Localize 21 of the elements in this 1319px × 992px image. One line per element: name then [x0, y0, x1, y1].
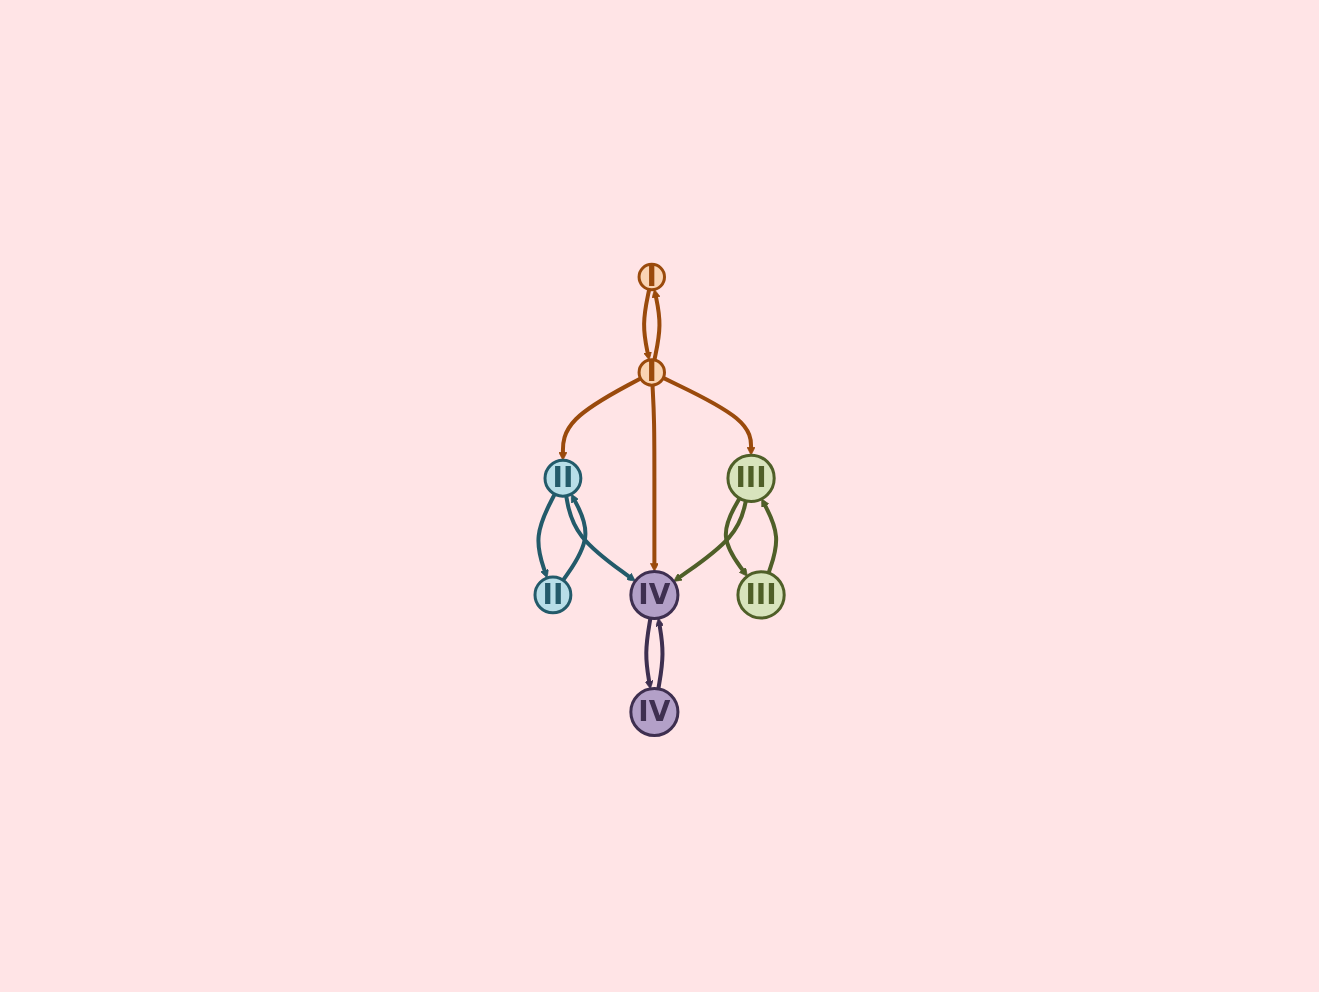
node-circle: III: [736, 570, 786, 620]
arrow: [761, 498, 778, 574]
arrow: [642, 289, 652, 361]
node-circle: I: [637, 263, 666, 292]
node-circle: II: [543, 459, 583, 498]
arrow: [651, 289, 662, 361]
node-circle: IV: [629, 687, 680, 738]
node-circle: I: [637, 358, 666, 387]
arrow: [723, 497, 748, 577]
node-circle: III: [726, 453, 776, 504]
arrow: [662, 376, 756, 456]
arrow: [673, 500, 748, 582]
arrow: [558, 376, 642, 461]
arrow: [561, 493, 588, 582]
arrow: [649, 385, 659, 572]
arrow: [644, 618, 654, 690]
node-circle: II: [533, 575, 573, 615]
arrow: [564, 495, 636, 582]
arrow: [536, 493, 557, 579]
node-circle: IV: [629, 570, 680, 621]
arrow: [655, 617, 665, 690]
